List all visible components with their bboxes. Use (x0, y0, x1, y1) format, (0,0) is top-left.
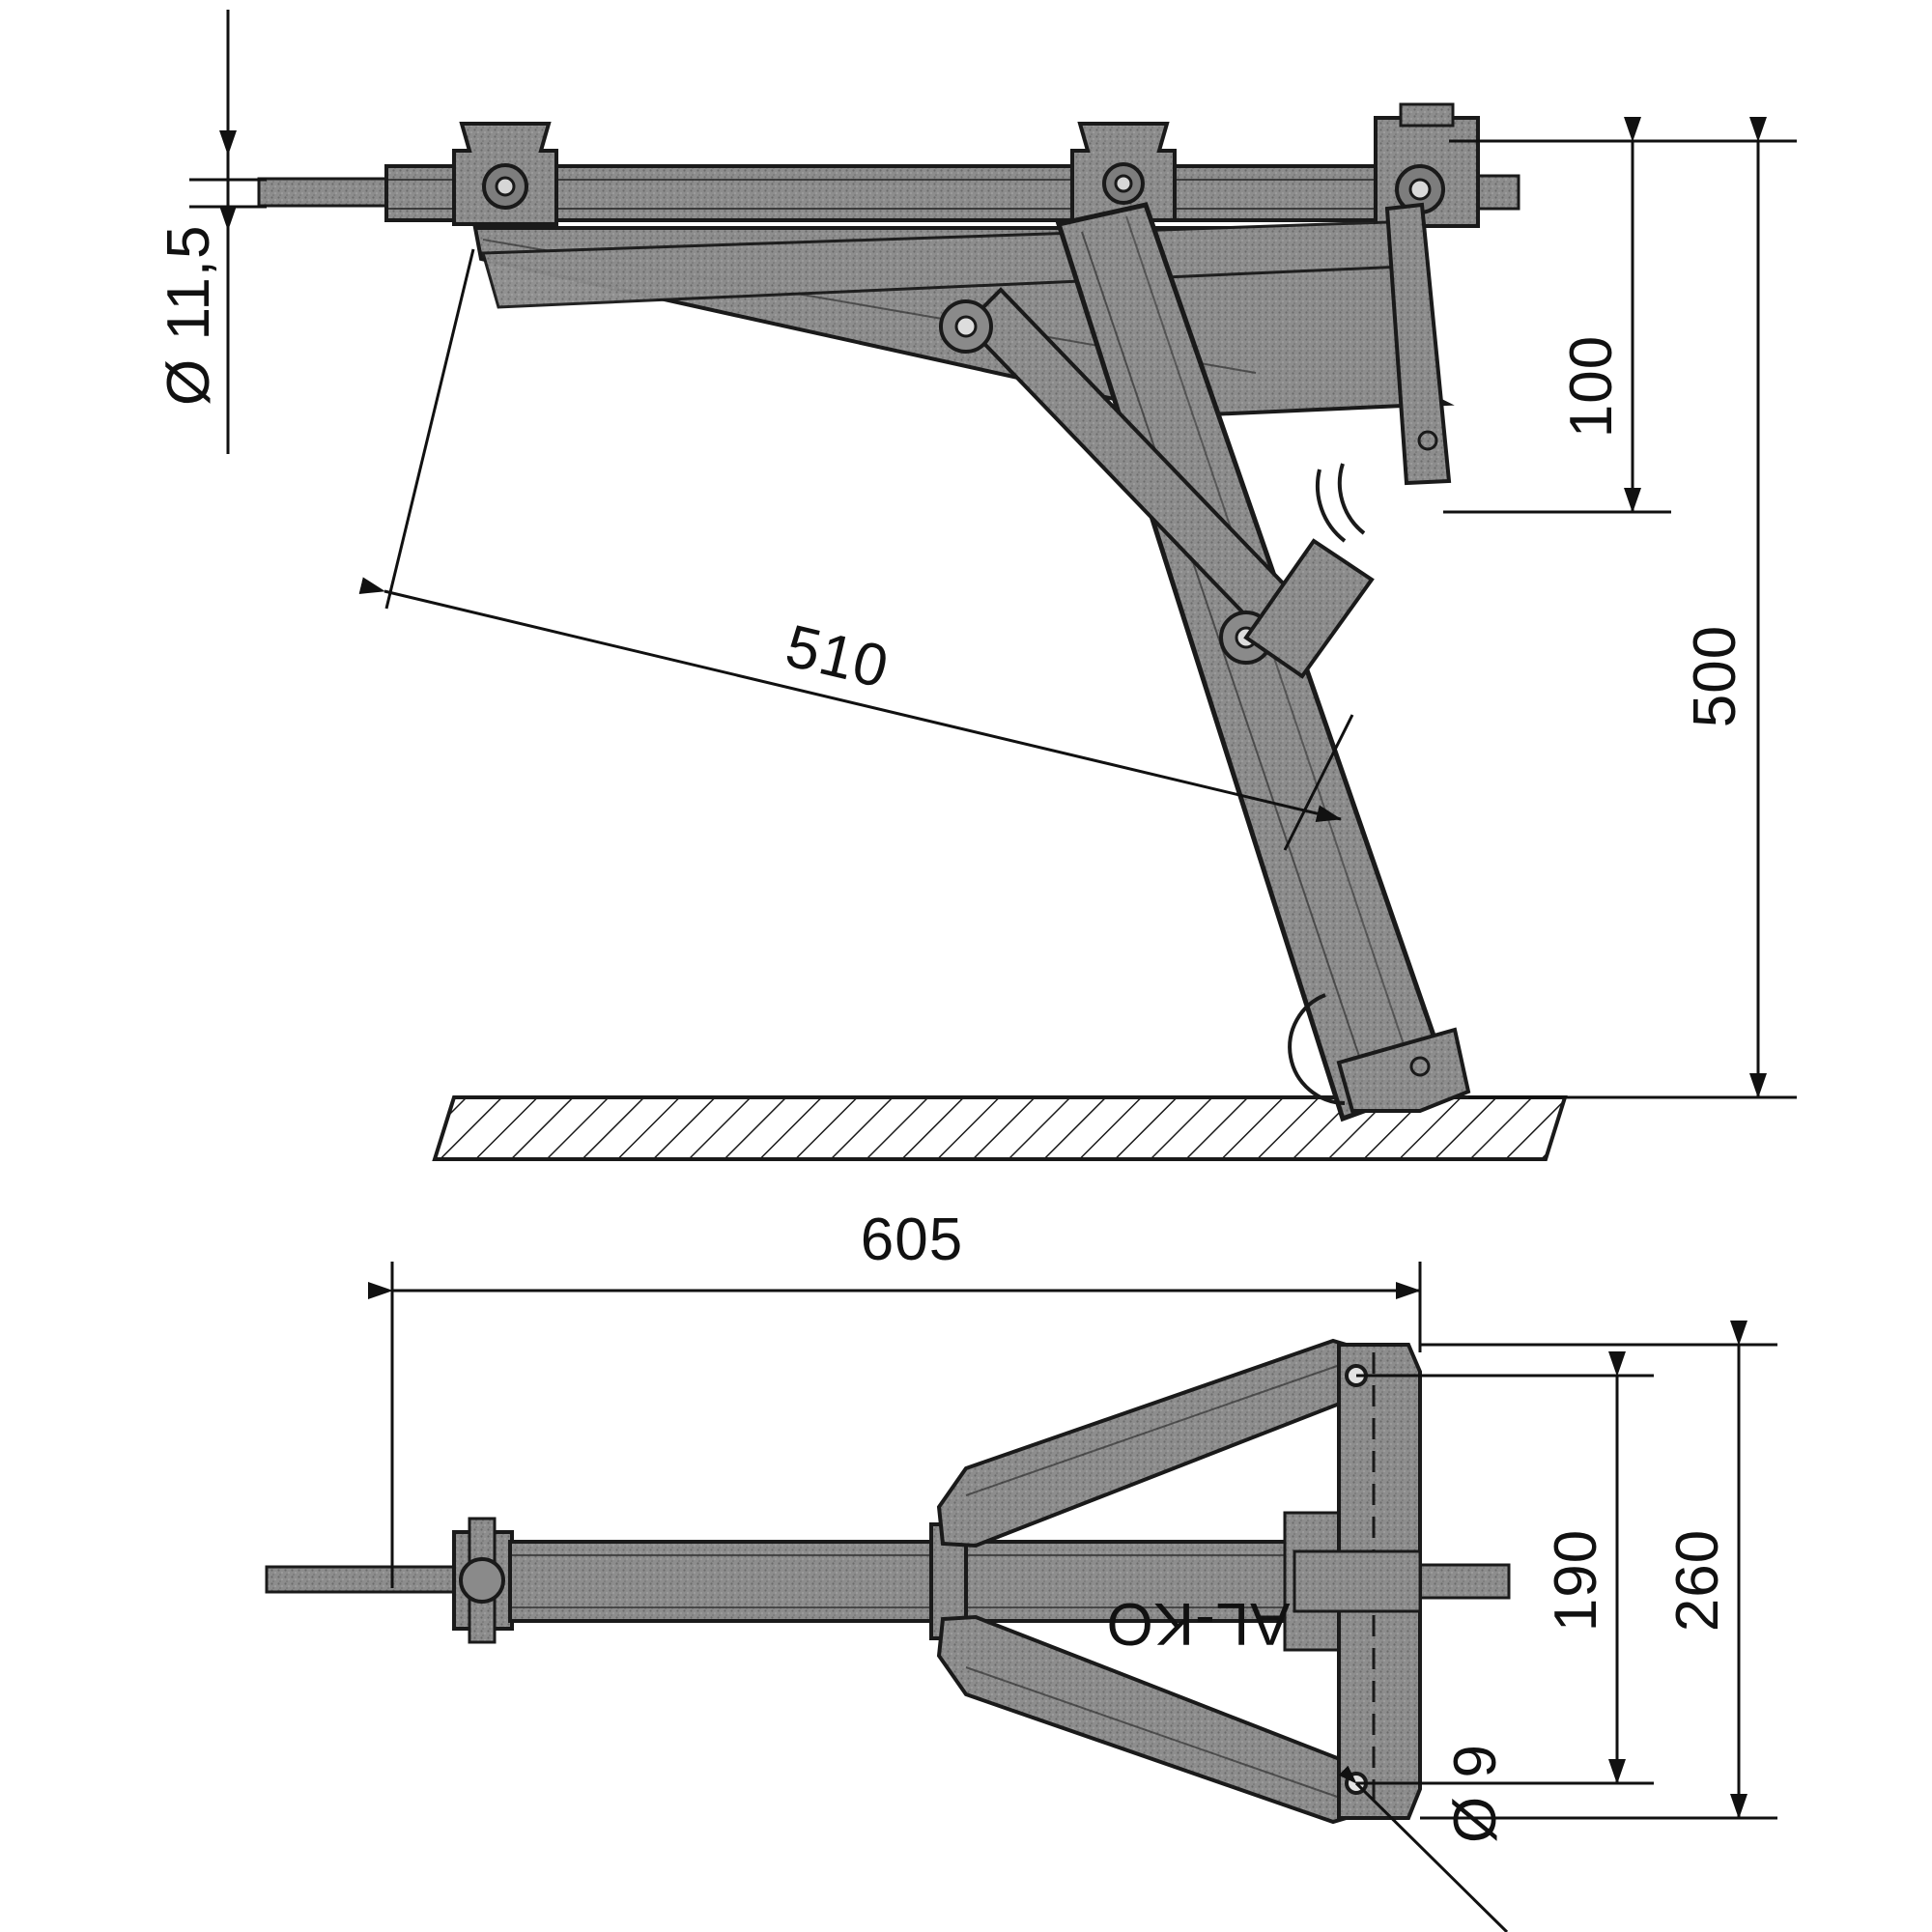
dim-diameter-hole: Ø 9 (1338, 1744, 1509, 1932)
dim-label-height-total: 500 (1682, 625, 1748, 727)
dim-height-upper: 100 (1443, 117, 1671, 514)
dim-diameter-shaft: Ø 11,5 (156, 10, 267, 454)
dim-width-outer: 260 (1420, 1321, 1777, 1820)
side-view: Ø 11,5 510 100 500 (156, 10, 1797, 1161)
ground-plate (432, 1095, 1568, 1161)
upper-link (1316, 202, 1452, 543)
dim-label-width-outer: 260 (1664, 1529, 1731, 1632)
dim-height-total: 500 (1468, 117, 1797, 1099)
dim-label-diameter-hole: Ø 9 (1442, 1744, 1509, 1843)
clamp-left (452, 122, 558, 226)
clamp-middle (1070, 122, 1177, 222)
top-view: AL-KO 605 (265, 1207, 1777, 1932)
brand-mark: AL-KO (1105, 1590, 1290, 1657)
dim-label-diameter-shaft: Ø 11,5 (156, 224, 222, 406)
dim-label-leg-length: 510 (780, 612, 895, 701)
brand-label: AL-KO (1105, 1590, 1290, 1657)
dim-label-length-overall: 605 (861, 1207, 963, 1273)
dim-label-height-upper: 100 (1558, 335, 1625, 438)
main-shaft (257, 164, 1520, 222)
dim-width-inner: 190 (1356, 1351, 1654, 1785)
top-end-bracket (1293, 1343, 1422, 1820)
dim-label-width-inner: 190 (1543, 1529, 1609, 1632)
dim-length-overall: 605 (368, 1207, 1422, 1588)
